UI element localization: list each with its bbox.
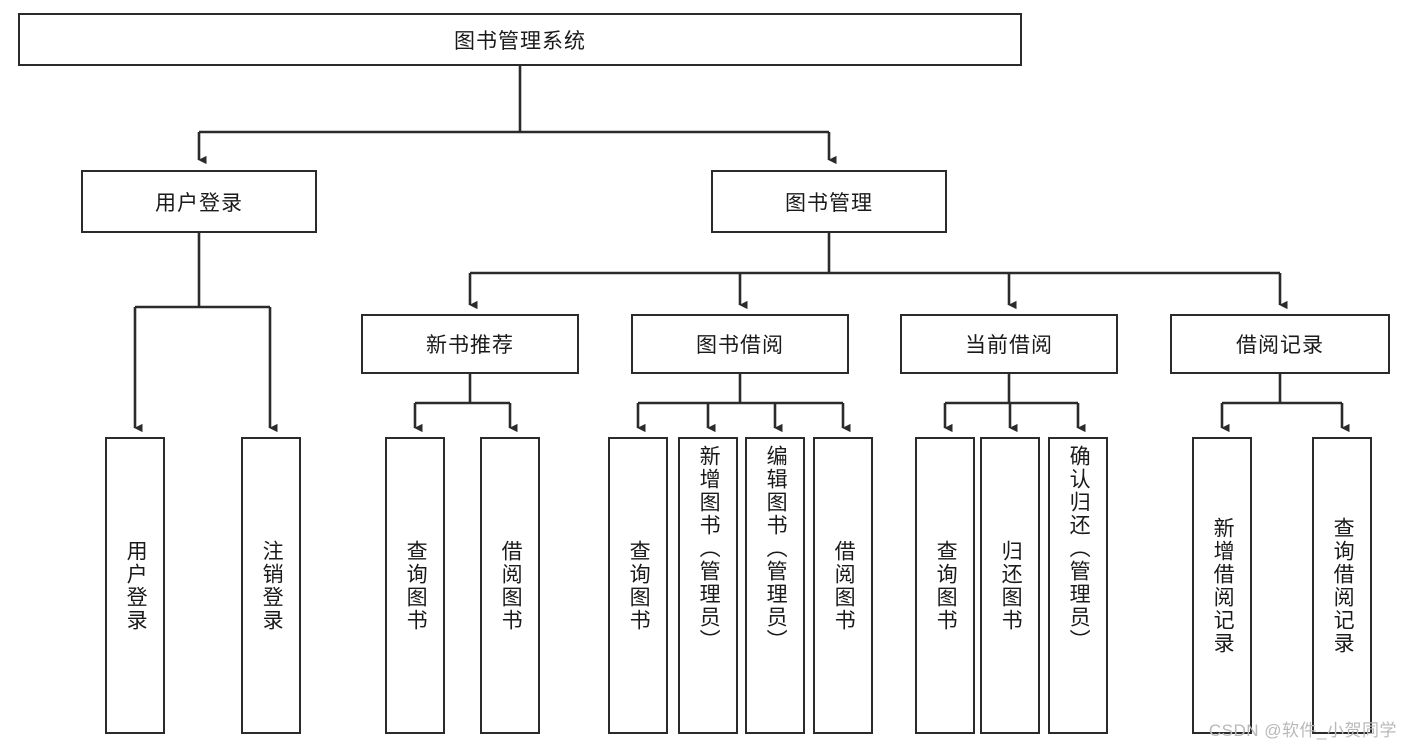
node-leaf-query-book-2[interactable]: 查询图书 — [608, 437, 668, 734]
node-borrow-record-label: 借阅记录 — [1236, 334, 1324, 357]
node-book-borrow-label: 图书借阅 — [696, 334, 784, 357]
node-leaf-add-book[interactable]: 新增图书（管理员） — [678, 437, 738, 734]
node-leaf-query-book-1-label: 查询图书 — [404, 539, 428, 632]
node-current-borrow-label: 当前借阅 — [965, 334, 1053, 357]
node-book-borrow[interactable]: 图书借阅 — [631, 314, 849, 374]
node-root-label: 图书管理系统 — [454, 29, 586, 53]
node-leaf-edit-book[interactable]: 编辑图书（管理员） — [745, 437, 805, 734]
node-leaf-user-login-label: 用户登录 — [124, 539, 148, 632]
node-leaf-user-login[interactable]: 用户登录 — [105, 437, 165, 734]
node-leaf-confirm-return[interactable]: 确认归还（管理员） — [1048, 437, 1108, 734]
node-leaf-logout-login-label: 注销登录 — [260, 539, 284, 632]
node-leaf-add-book-label: 新增图书（管理员） — [697, 445, 721, 652]
node-leaf-borrow-book-1[interactable]: 借阅图书 — [480, 437, 540, 734]
node-borrow-record[interactable]: 借阅记录 — [1170, 314, 1390, 374]
node-leaf-query-record[interactable]: 查询借阅记录 — [1312, 437, 1372, 734]
node-leaf-query-book-3-label: 查询图书 — [934, 539, 958, 632]
node-leaf-query-book-2-label: 查询图书 — [627, 539, 651, 632]
node-leaf-query-book-3[interactable]: 查询图书 — [915, 437, 975, 734]
node-leaf-edit-book-label: 编辑图书（管理员） — [764, 445, 788, 652]
node-leaf-return-book[interactable]: 归还图书 — [980, 437, 1040, 734]
node-new-book-recommend[interactable]: 新书推荐 — [361, 314, 579, 374]
node-leaf-borrow-book-2[interactable]: 借阅图书 — [813, 437, 873, 734]
node-leaf-add-record[interactable]: 新增借阅记录 — [1192, 437, 1252, 734]
node-leaf-add-record-label: 新增借阅记录 — [1211, 516, 1235, 655]
node-leaf-query-record-label: 查询借阅记录 — [1331, 516, 1355, 655]
node-leaf-borrow-book-1-label: 借阅图书 — [499, 539, 523, 632]
node-leaf-query-book-1[interactable]: 查询图书 — [385, 437, 445, 734]
node-book-management-label: 图书管理 — [785, 191, 873, 215]
node-new-book-recommend-label: 新书推荐 — [426, 334, 514, 357]
node-leaf-return-book-label: 归还图书 — [999, 539, 1023, 632]
node-book-management[interactable]: 图书管理 — [711, 170, 947, 233]
node-leaf-confirm-return-label: 确认归还（管理员） — [1067, 445, 1091, 652]
node-leaf-logout-login[interactable]: 注销登录 — [241, 437, 301, 734]
node-leaf-borrow-book-2-label: 借阅图书 — [832, 539, 856, 632]
node-user-login[interactable]: 用户登录 — [81, 170, 317, 233]
node-user-login-label: 用户登录 — [155, 191, 243, 215]
node-current-borrow[interactable]: 当前借阅 — [900, 314, 1118, 374]
node-root[interactable]: 图书管理系统 — [18, 13, 1022, 66]
